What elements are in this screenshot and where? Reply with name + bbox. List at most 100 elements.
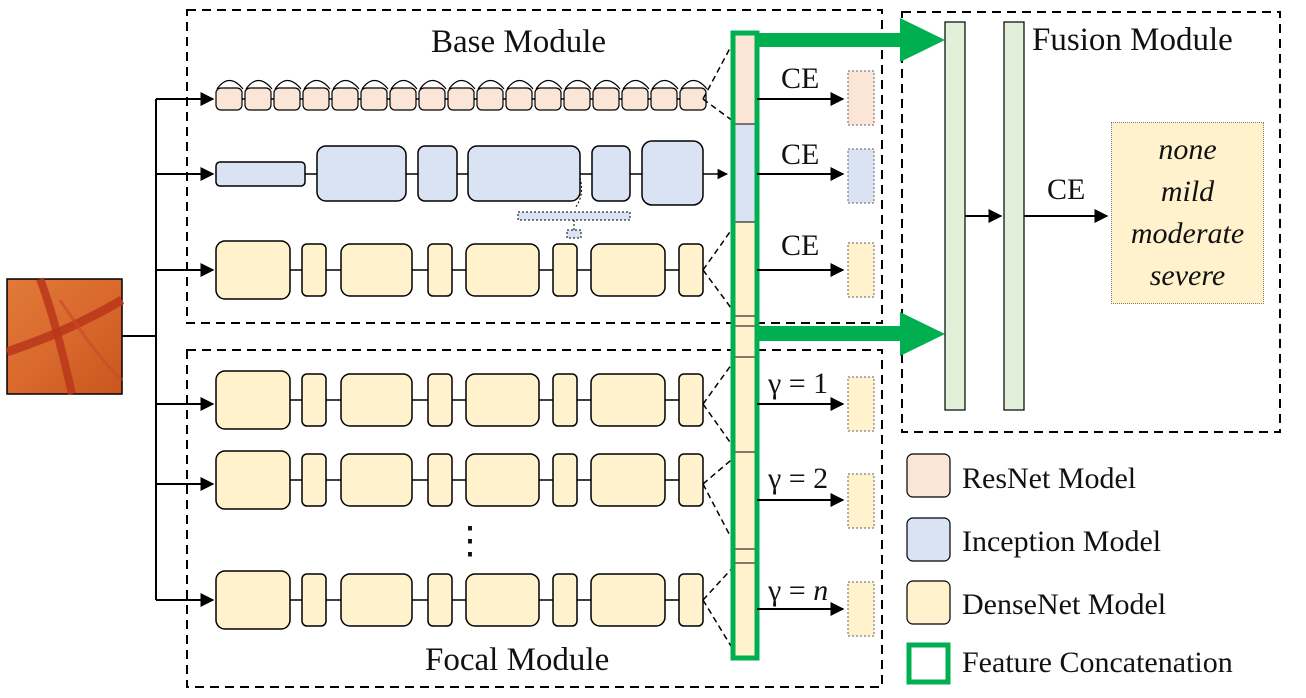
dense-block bbox=[215, 570, 291, 630]
inception-block bbox=[591, 145, 631, 202]
output-focal-1 bbox=[847, 376, 875, 432]
transition-layer bbox=[427, 453, 453, 507]
inception-block bbox=[467, 145, 581, 202]
transition-layer bbox=[552, 453, 578, 507]
residual-connection bbox=[419, 79, 447, 90]
fusion-layer-2 bbox=[1003, 21, 1025, 411]
focal-loss-label-n: γ = n bbox=[768, 574, 829, 607]
dense-block bbox=[590, 373, 666, 427]
residual-connection bbox=[448, 79, 476, 90]
inception-block bbox=[417, 145, 458, 202]
legend-swatch-resnet bbox=[906, 453, 951, 498]
dense-block bbox=[590, 243, 666, 297]
resnet-block bbox=[389, 87, 417, 111]
residual-connection bbox=[361, 79, 389, 90]
resnet-block bbox=[331, 87, 359, 111]
inception-block bbox=[641, 140, 704, 206]
input-branch-lines bbox=[122, 92, 215, 607]
input-image bbox=[5, 277, 125, 395]
residual-connection bbox=[390, 79, 418, 90]
inception-block bbox=[316, 145, 407, 202]
transition-layer bbox=[552, 243, 578, 297]
legend-label-densenet: DenseNet Model bbox=[962, 588, 1167, 621]
fusion-module-box bbox=[901, 11, 1281, 433]
residual-connection bbox=[332, 79, 360, 90]
inception-block bbox=[215, 161, 306, 187]
base-module-box bbox=[186, 9, 883, 324]
transition-layer bbox=[301, 243, 327, 297]
legend-label-resnet: ResNet Model bbox=[962, 462, 1137, 495]
resnet-block bbox=[650, 87, 678, 111]
dense-block bbox=[465, 373, 540, 427]
output-class: mild bbox=[1160, 175, 1215, 208]
dense-block bbox=[340, 243, 413, 297]
residual-connection bbox=[680, 79, 708, 90]
resnet-block bbox=[273, 87, 301, 111]
dense-block bbox=[465, 243, 540, 297]
output-class: moderate bbox=[1130, 217, 1245, 250]
transition-layer bbox=[427, 573, 453, 627]
resnet-block bbox=[505, 87, 533, 111]
dense-block bbox=[215, 240, 291, 300]
concat-to-fusion-arrows bbox=[757, 18, 945, 356]
legend-label-concat: Feature Concatenation bbox=[962, 646, 1233, 679]
transition-layer bbox=[301, 373, 327, 427]
transition-layer bbox=[301, 573, 327, 627]
resnet-block bbox=[418, 87, 446, 111]
residual-connection bbox=[245, 79, 273, 90]
resnet-block bbox=[215, 87, 243, 111]
transition-layer bbox=[678, 373, 704, 427]
transition-layer bbox=[552, 573, 578, 627]
resnet-block bbox=[592, 87, 620, 111]
dense-block bbox=[215, 370, 291, 430]
inception-aux-output bbox=[566, 229, 582, 239]
resnet-block bbox=[476, 87, 504, 111]
residual-connection bbox=[216, 79, 244, 90]
output-focal-2 bbox=[847, 473, 875, 529]
transition-layer bbox=[301, 453, 327, 507]
severity-output: none mild moderate severe bbox=[1111, 122, 1264, 304]
ce-label-fusion: CE bbox=[1047, 173, 1086, 206]
loss-arrows bbox=[757, 92, 845, 616]
transition-layer bbox=[427, 243, 453, 297]
transition-layer bbox=[678, 573, 704, 627]
residual-connection bbox=[535, 79, 563, 90]
transition-layer bbox=[552, 373, 578, 427]
densenet-model-focal-2 bbox=[215, 450, 704, 510]
resnet-block bbox=[447, 87, 475, 111]
dense-block bbox=[590, 453, 666, 507]
residual-connection bbox=[274, 79, 302, 90]
branch-outputs bbox=[847, 70, 875, 637]
resnet-block bbox=[679, 87, 707, 111]
fusion-module-title: Fusion Module bbox=[1032, 22, 1233, 58]
residual-connection bbox=[506, 79, 534, 90]
resnet-block bbox=[302, 87, 330, 111]
dense-block bbox=[340, 373, 413, 427]
base-module-title: Base Module bbox=[431, 24, 607, 60]
output-class: severe bbox=[1149, 259, 1226, 292]
legend-swatches bbox=[906, 453, 951, 685]
output-densenet bbox=[847, 242, 875, 298]
focal-module-title: Focal Module bbox=[425, 642, 610, 678]
densenet-model-focal-1 bbox=[215, 370, 704, 430]
transition-layer bbox=[427, 373, 453, 427]
focal-loss-label-2: γ = 2 bbox=[768, 462, 829, 495]
resnet-block bbox=[360, 87, 388, 111]
legend-swatch-concat bbox=[906, 642, 951, 685]
ce-label-densenet: CE bbox=[781, 229, 820, 262]
legend-swatch-densenet bbox=[906, 580, 951, 625]
residual-connection bbox=[477, 79, 505, 90]
focal-module-box bbox=[186, 349, 883, 688]
feature-concatenation bbox=[730, 30, 760, 661]
dense-block bbox=[590, 573, 666, 627]
densenet-model-base bbox=[215, 240, 704, 300]
ce-label-resnet: CE bbox=[781, 62, 820, 95]
more-branches-ellipsis: ⋮ bbox=[451, 520, 489, 562]
focal-loss-label-1: γ = 1 bbox=[768, 367, 829, 400]
inception-aux-branch bbox=[517, 211, 631, 221]
dense-block bbox=[340, 453, 413, 507]
dense-block bbox=[465, 453, 540, 507]
resnet-block bbox=[563, 87, 591, 111]
output-resnet bbox=[847, 70, 875, 126]
output-class: none bbox=[1158, 133, 1217, 166]
